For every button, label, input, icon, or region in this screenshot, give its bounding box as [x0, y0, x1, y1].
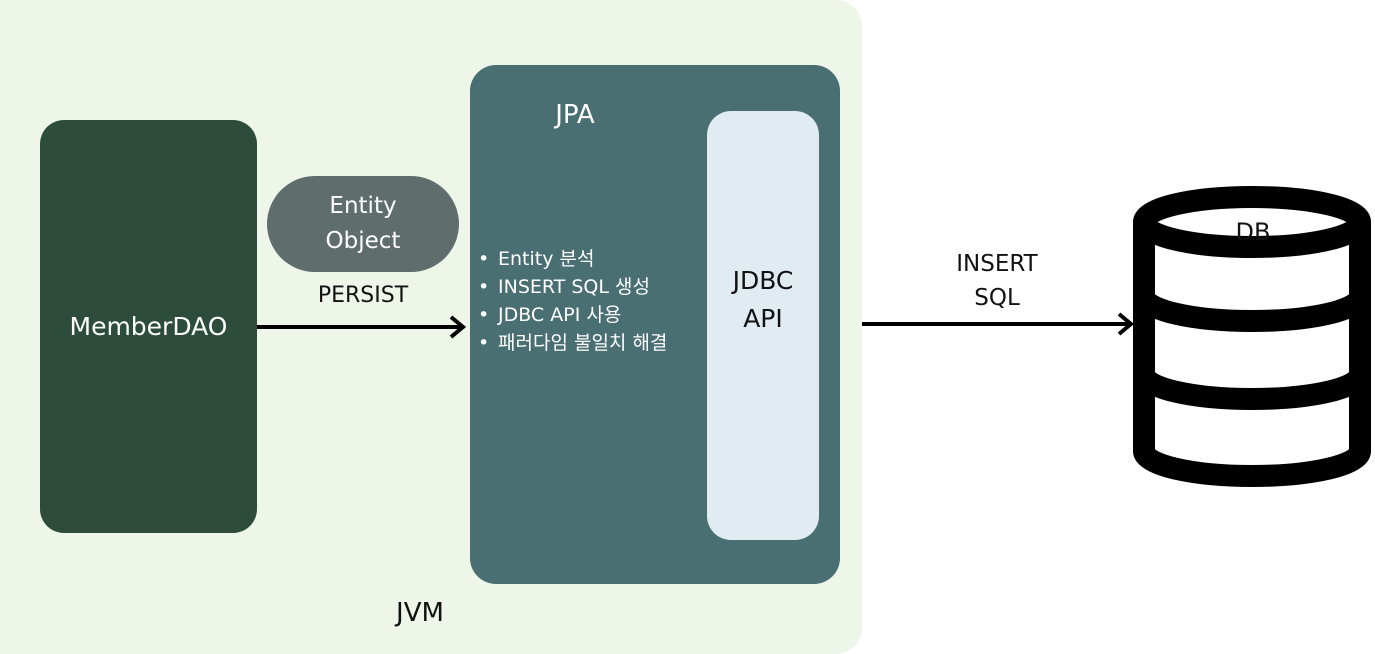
entity-object-pill: Entity Object [267, 176, 459, 272]
entity-object-line2: Object [325, 228, 401, 254]
bullet-icon: • [478, 304, 490, 326]
bullet-icon: • [478, 276, 490, 298]
jpa-feature-text: Entity 분석 [498, 248, 595, 270]
member-dao-box: MemberDAO [40, 120, 257, 533]
database-icon [1133, 186, 1371, 487]
jpa-title: JPA [555, 100, 595, 130]
jpa-feature-list: • Entity 분석 • INSERT SQL 생성 • JDBC API 사용 •… [478, 245, 667, 357]
insert-sql-line2: SQL [974, 285, 1020, 311]
jvm-label: JVM [396, 598, 444, 628]
jpa-feature-text: JDBC API 사용 [498, 304, 622, 326]
jdbc-api-box: JDBC API [707, 111, 819, 540]
jdbc-api-line1: JDBC [732, 265, 794, 295]
jpa-feature-item: • INSERT SQL 생성 [478, 273, 667, 301]
member-dao-label: MemberDAO [69, 312, 228, 341]
jpa-feature-text: INSERT SQL 생성 [498, 276, 650, 298]
db-label: DB [1235, 218, 1271, 246]
jpa-feature-item: • JDBC API 사용 [478, 301, 667, 329]
insert-sql-arrow [862, 312, 1135, 336]
entity-object-line1: Entity [329, 193, 397, 219]
bullet-icon: • [478, 332, 490, 354]
bullet-icon: • [478, 248, 490, 270]
jdbc-api-line2: API [743, 303, 783, 333]
insert-sql-line1: INSERT [956, 251, 1038, 277]
insert-sql-label: INSERT SQL [917, 247, 1077, 315]
jpa-feature-item: • Entity 분석 [478, 245, 667, 273]
persist-label: PERSIST [317, 283, 409, 308]
persist-arrow [257, 315, 467, 339]
jpa-feature-text: 패러다임 불일치 해결 [498, 332, 668, 354]
jpa-feature-item: • 패러다임 불일치 해결 [478, 329, 667, 357]
